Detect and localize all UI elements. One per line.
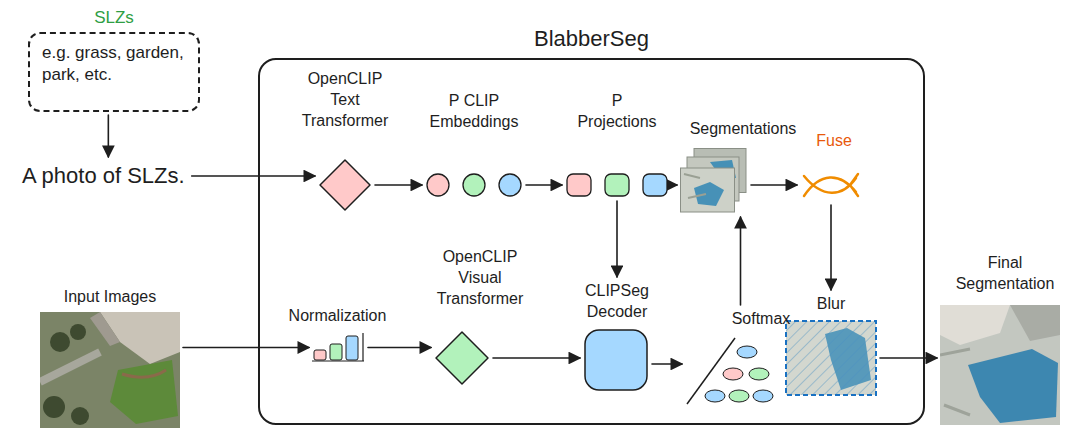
normalization-step: Normalization	[285, 305, 390, 326]
pipeline-frame: BlabberSegOpenCLIP Text Transformer P CL…	[258, 58, 925, 425]
softmax-step: Softmax	[726, 308, 796, 329]
node-graphic	[425, 172, 523, 198]
final-output: Final Segmentation	[948, 252, 1062, 294]
flow-arrow	[192, 175, 315, 177]
embedding-group: P CLIP Embeddings	[429, 90, 519, 132]
node-label: CLIPSeg Decoder	[577, 280, 657, 322]
flow-arrow	[375, 184, 422, 186]
projection-group: P Projections	[577, 90, 657, 132]
aerial-image	[40, 312, 180, 428]
decoder-step: CLIPSeg Decoder	[577, 280, 657, 322]
segmentation-group: Segmentations	[688, 118, 798, 139]
transformer-diamond	[318, 158, 372, 212]
example-box: SLZse.g. grass, garden, park, etc.	[28, 32, 200, 112]
node-graphic	[40, 312, 180, 428]
node-graphic	[434, 330, 490, 386]
visual-transformer: OpenCLIP Visual Transformer	[435, 246, 525, 309]
node-label: Softmax	[726, 308, 796, 329]
node-graphic	[680, 148, 748, 214]
flow-arrow	[368, 347, 431, 349]
flow-arrow	[830, 205, 832, 290]
node-graphic	[800, 168, 862, 202]
node-graphic	[565, 172, 670, 198]
node-graphic	[940, 305, 1060, 425]
projection-squares	[565, 172, 670, 198]
node-label: e.g. grass, garden, park, etc.	[42, 42, 186, 86]
flow-arrow	[751, 184, 797, 186]
prompt-text: A photo of SLZs.	[18, 160, 189, 192]
node-label: OpenCLIP Visual Transformer	[435, 246, 525, 309]
blur-step: Blur	[806, 293, 856, 314]
flow-arrow	[526, 184, 562, 186]
softmax-icon	[685, 336, 775, 406]
flow-arrow	[616, 201, 618, 277]
decoder-block	[583, 328, 649, 392]
node-label: BlabberSeg	[260, 26, 923, 52]
node-label: Segmentations	[688, 118, 798, 139]
flow-arrow	[493, 357, 580, 359]
node-label: OpenCLIP Text Transformer	[300, 68, 390, 131]
node-label: A photo of SLZs.	[22, 162, 185, 190]
final-mask-image	[940, 305, 1060, 425]
node-graphic	[312, 333, 365, 362]
node-graphic	[685, 336, 775, 406]
node-graphic	[583, 328, 649, 392]
flow-arrow	[183, 347, 309, 349]
flow-arrow	[880, 357, 937, 359]
node-label: P Projections	[577, 90, 657, 132]
text-transformer: OpenCLIP Text Transformer	[300, 68, 390, 131]
normalization-bars	[312, 333, 365, 362]
node-graphic	[785, 320, 877, 396]
blurred-mask	[785, 320, 877, 396]
flow-arrow	[673, 184, 677, 186]
flow-arrow	[740, 217, 742, 305]
fuse-step: Fuse	[806, 130, 862, 151]
flow-arrow	[108, 115, 110, 157]
node-heading: SLZs	[42, 6, 186, 30]
node-label: Fuse	[806, 130, 862, 151]
node-label: Normalization	[285, 305, 390, 326]
fuse-icon	[800, 168, 862, 202]
node-label: Blur	[806, 293, 856, 314]
node-label: Input Images	[40, 286, 180, 307]
transformer-diamond	[434, 330, 490, 386]
node-label: Final Segmentation	[948, 252, 1062, 294]
embedding-circles	[425, 172, 523, 198]
segmentation-stack	[680, 148, 748, 214]
node-label: P CLIP Embeddings	[429, 90, 519, 132]
flow-arrow	[652, 363, 682, 365]
node-graphic	[318, 158, 372, 212]
input-image: Input Images	[40, 286, 180, 307]
